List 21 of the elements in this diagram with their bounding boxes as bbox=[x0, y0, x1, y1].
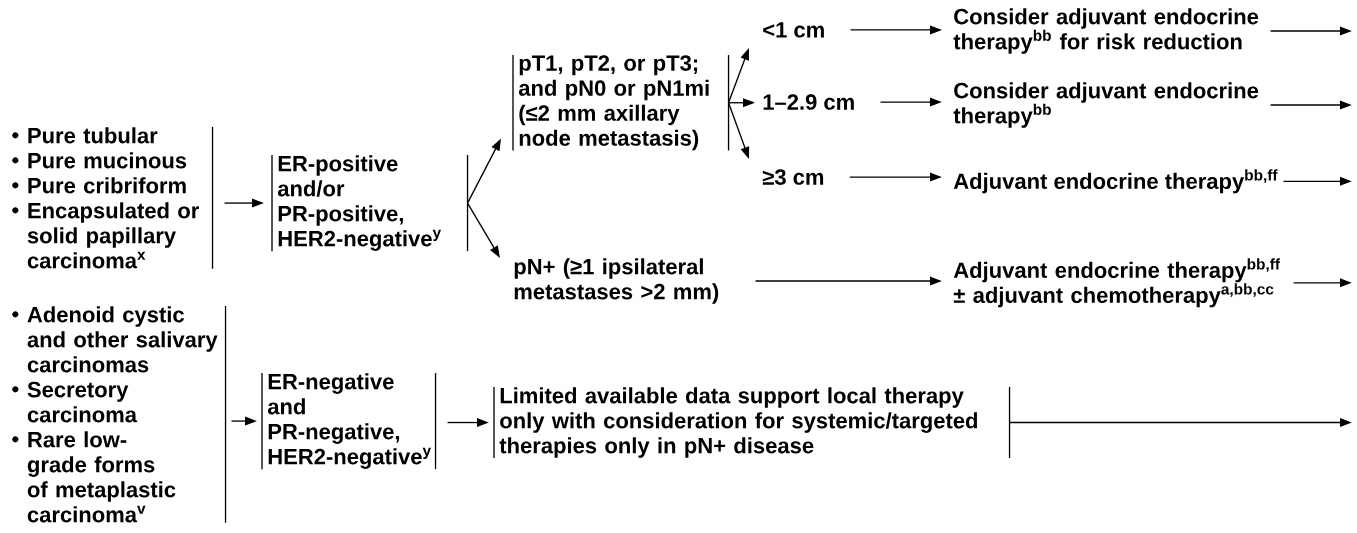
bracketed-text: ER-negative and PR-negative, HER2-negative$^{y}$ bbox=[261, 372, 437, 470]
text-label: Consider adjuvant endocrine therapy$^{bb}$ bbox=[953, 82, 1259, 128]
text-label: Consider adjuvant endocrine therapy$^{bb}$ for risk reduction bbox=[953, 8, 1259, 54]
node-label: Adenoid cystic and other salivary carcinomas bbox=[27, 306, 218, 373]
text-label: 1–2.9 cm bbox=[763, 94, 854, 110]
text-label: <1 cm bbox=[763, 22, 824, 38]
bracketed-text: ER-positive and/or PR-positive, HER2-negative$^{y}$ bbox=[271, 154, 469, 252]
bullet-list: Adenoid cystic and other salivary carcinomas Secretory carcinoma Rare low-grade forms of metaplastic carcinoma$^{v}$ bbox=[12, 305, 227, 524]
bullet-list: Pure tubular Pure mucinous Pure cribriform Encapsulated or solid papillary carcinoma$^{x}$ bbox=[12, 126, 214, 270]
bracketed-text: pT1, pT2, or pT3; and pN0 or pN1mi (≤2 mm axillary node metastasis) bbox=[512, 54, 730, 152]
node-label: Encapsulated or solid papillary carcinoma$^{x}$ bbox=[27, 202, 199, 269]
text-label: Adjuvant endocrine therapy$^{bb,ff}$ ± adjuvant chemotherapy$^{a,bb,cc}$ bbox=[953, 258, 1281, 308]
bracketed-text: Limited available data support local therapy only with consideration for systemic/targeted therapies only in pN+ disease bbox=[493, 386, 1011, 459]
node-label: Rare low-grade forms of metaplastic carcinoma$^{v}$ bbox=[27, 431, 176, 523]
text-label: ≥3 cm bbox=[762, 169, 824, 185]
node-label: Secretory carcinoma bbox=[27, 381, 138, 423]
text-label: pN+ (≥1 ipsilateral metastases >2 mm) bbox=[514, 258, 719, 304]
text-label: Adjuvant endocrine therapy$^{bb,ff}$ bbox=[953, 169, 1278, 194]
node-label: Pure cribriform bbox=[28, 177, 186, 194]
node-label: Pure mucinous bbox=[28, 152, 187, 169]
node-label: Pure tubular bbox=[28, 127, 158, 144]
